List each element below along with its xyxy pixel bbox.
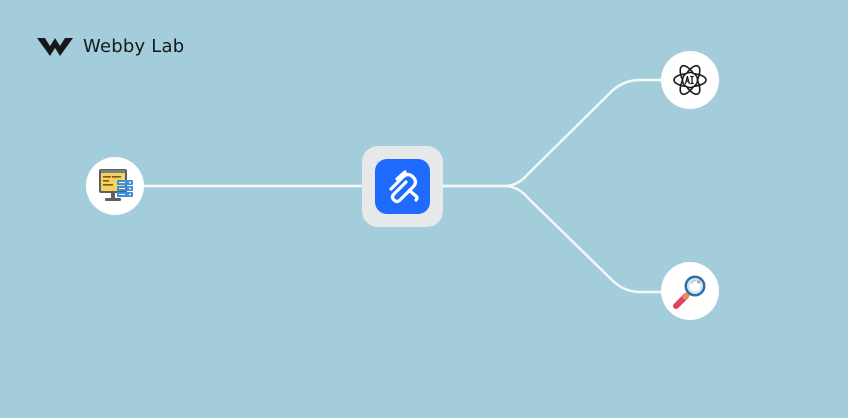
source-node <box>86 157 144 215</box>
search-node <box>661 262 719 320</box>
magnifying-glass-icon <box>673 275 706 309</box>
hub-app-tile <box>362 146 443 227</box>
webbylab-w-logo-icon <box>37 38 73 56</box>
connector-hub-to-search <box>441 184 663 294</box>
brand-logo[interactable]: Webby Lab <box>36 34 184 58</box>
paperclip-app-icon <box>388 169 419 203</box>
connector-hub-to-ai <box>441 78 663 188</box>
hub-app-icon-background <box>375 159 430 214</box>
ai-node <box>661 51 719 109</box>
ai-atom-icon <box>673 64 707 96</box>
monitor-code-database-icon <box>99 169 133 201</box>
brand-name: Webby Lab <box>83 35 185 57</box>
